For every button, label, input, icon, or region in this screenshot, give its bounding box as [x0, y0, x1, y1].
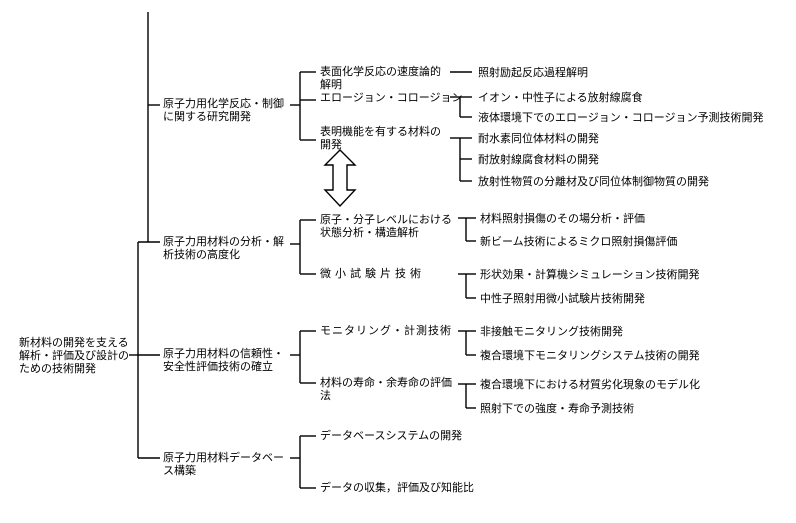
- node-data-collection: データの収集，評価及び知能比: [320, 481, 474, 494]
- leaf-neutron-micro-specimen: 中性子照射用微小試験片技術開発: [480, 292, 645, 305]
- node-erosion-corrosion: エロージョン・コロージョン: [320, 91, 463, 104]
- leaf-degradation-modeling: 複合環境下における材質劣化現象のモデル化: [480, 378, 700, 391]
- node-materials-database: 原子力用材料データベース構築: [163, 451, 284, 477]
- node-monitoring-measurement: モニタリング・計測技術: [320, 324, 452, 337]
- node-atomic-state-analysis: 原子・分子レベルにおける状態分析・構造解析: [320, 213, 452, 239]
- node-database-system: データベースシステムの開発: [320, 429, 463, 442]
- leaf-shape-effect-simulation: 形状効果・計算機シミュレーション技術開発: [480, 268, 700, 281]
- double-arrow-icon: [323, 149, 357, 208]
- leaf-noncontact-monitoring: 非接触モニタリング技術開発: [480, 325, 623, 338]
- leaf-irradiation-excited-reaction: 照射励起反応過程解明: [478, 66, 588, 79]
- root-node: 新材料の開発を支える解析・評価及び設計のための技術開発: [19, 336, 129, 375]
- leaf-liquid-erosion-prediction: 液体環境下でのエロージョン・コロージョン予測技術開発: [478, 111, 764, 124]
- node-functional-material: 表明機能を有する材料の開発: [320, 125, 441, 151]
- leaf-strength-life-prediction: 照射下での強度・寿命予測技術: [480, 402, 634, 415]
- node-reliability-safety: 原子力用材料の信頼性・安全性評価技術の確立: [163, 347, 284, 373]
- leaf-new-beam-micro-damage: 新ビーム技術によるミクロ照射損傷評価: [480, 235, 678, 248]
- leaf-complex-env-monitoring-system: 複合環境下モニタリングシステム技術の開発: [480, 349, 700, 362]
- node-chemical-reaction-control: 原子力用化学反応・制御に関する研究開発: [163, 97, 284, 123]
- node-material-analysis: 原子力用材料の分析・解析技術の高度化: [163, 235, 284, 261]
- node-life-evaluation: 材料の寿命・余寿命の評価法: [320, 376, 452, 402]
- leaf-separation-isotope-control: 放射性物質の分離材及び同位体制御物質の開発: [478, 175, 709, 188]
- leaf-ion-neutron-radiation-corrosion: イオン・中性子による放射線腐食: [478, 91, 643, 104]
- leaf-insitu-damage-analysis: 材料照射損傷のその場分析・評価: [480, 212, 645, 225]
- leaf-radiation-corrosion-resistant: 耐放射線腐食材料の開発: [478, 153, 599, 166]
- node-micro-specimen: 微小試験片技術: [320, 267, 425, 280]
- leaf-hydrogen-isotope-resistant: 耐水素同位体材料の開発: [478, 132, 599, 145]
- node-surface-reaction-kinetics: 表面化学反応の速度論的解明: [320, 65, 441, 91]
